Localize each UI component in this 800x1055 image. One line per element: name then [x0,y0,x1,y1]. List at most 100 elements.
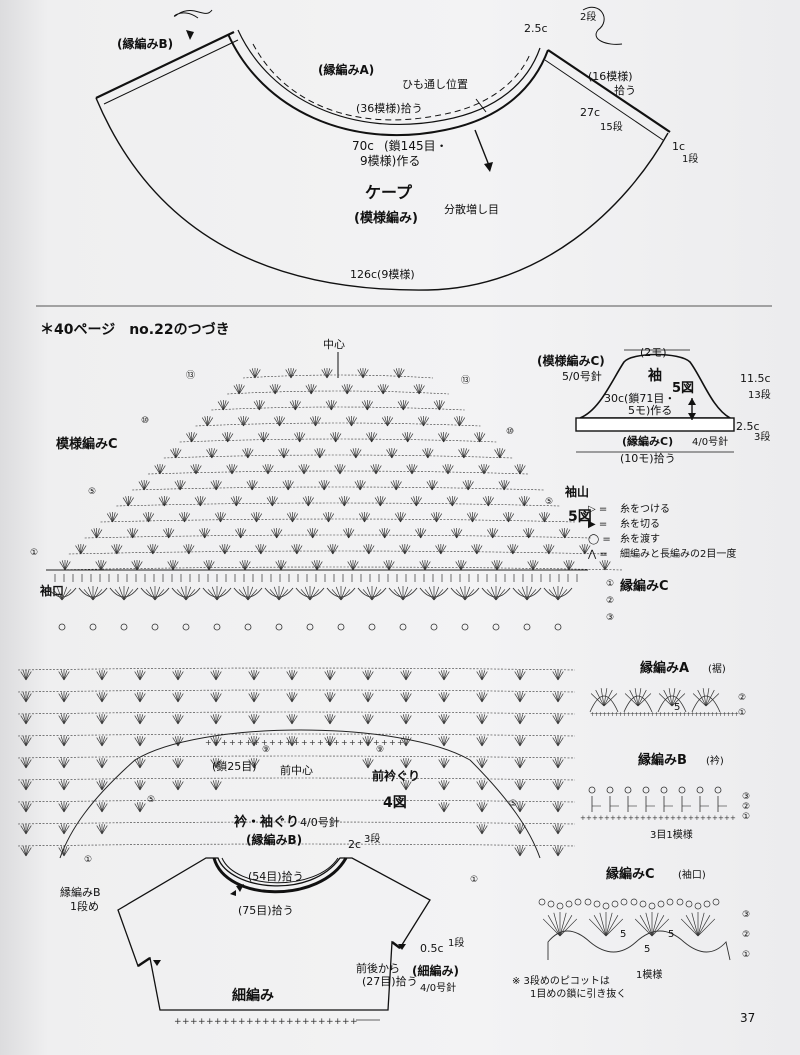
svg-text:+: + [630,711,635,718]
svg-text:+: + [628,814,634,822]
svg-text:+: + [702,711,707,718]
svg-text:+: + [676,814,682,822]
edging-a-note: (裾) [708,662,726,675]
armhole-len: 0.5c [420,942,444,955]
svg-text:+: + [598,814,604,822]
row-mark: ③ [742,910,750,920]
svg-text:+: + [246,1017,254,1027]
svg-text:+: + [309,738,316,747]
cape-top-rows: 2段 [580,10,596,23]
edge-c-vertical-label: 縁編みC [620,578,669,594]
sleeve-cuff-band [575,417,735,432]
edging-charts: 縁編みA (裾) +++++++++++++++++++++++++++++++… [512,660,750,1000]
svg-text:+: + [206,1017,214,1027]
fig5-label: 5図 [568,509,592,525]
edging-b-title: 縁編みB [638,752,687,768]
row-mark: ③ [606,613,614,623]
row-mark: ② [742,930,750,940]
legend-symbol: ▷ = [588,504,607,515]
sleeve-cuff-needle: 4/0号針 [692,435,728,448]
svg-text:+: + [688,814,694,822]
svg-text:+: + [285,738,292,747]
svg-text:+: + [652,814,658,822]
svg-text:+: + [182,1017,190,1027]
svg-text:+: + [618,711,623,718]
symbol-legend: ▷ = 糸をつける ▶ = 糸を切る ◯ = 糸を渡す ⋀ = 細編みと長編みの… [587,503,736,560]
cape-tip-rows: 1段 [682,152,698,165]
legend-text: 糸を切る [620,518,660,530]
svg-text:+: + [682,814,688,822]
sleeve-height-rows: 13段 [748,388,771,401]
svg-text:+: + [622,814,628,822]
sleeve-cap-label: 袖山 [565,484,589,499]
svg-text:+: + [686,711,691,718]
cape-string-line [252,43,531,121]
svg-text:+: + [614,711,619,718]
svg-text:+: + [286,1017,294,1027]
svg-text:+: + [237,738,244,747]
cape-edge-a-label: (縁編みA) [318,62,374,77]
svg-text:+: + [253,738,260,747]
svg-text:+: + [342,1017,350,1027]
cape-neck-inner [237,29,541,126]
body-edge-len: 2c [348,838,361,851]
row-mark: ⑤ [509,799,517,809]
svg-text:+: + [213,738,220,747]
fig4-label: 4図 [383,795,407,811]
svg-text:+: + [365,738,372,747]
front-stitch-grid: +++++++++++++++++++++++++ [17,667,576,859]
svg-text:+: + [712,814,718,822]
sleeve-top: (2モ) [640,346,667,359]
svg-text:+: + [598,711,603,718]
row-mark: ⑤ [147,795,155,805]
neck-armhole-title: 衿・袖ぐり [234,814,299,830]
svg-text:+: + [642,711,647,718]
sleeve-height: 11.5c [740,372,771,385]
edge-b-row-label: 縁編みB [60,885,101,899]
svg-text:+: + [646,711,651,718]
edge-b-row-label2: 1段め [70,899,99,913]
svg-text:+: + [270,1017,278,1027]
body-outline [117,857,431,1011]
cape-top-len: 2.5c [524,22,548,35]
svg-text:+: + [694,814,700,822]
row-mark: ③ [742,792,750,802]
svg-text:+: + [341,738,348,747]
svg-text:+: + [718,814,724,822]
legend-text: 糸をつける [620,503,670,515]
count-label: 5 [674,702,680,713]
svg-text:+: + [229,738,236,747]
svg-text:+: + [190,1017,198,1027]
sc-chart-title: 細編み [232,987,274,1004]
sc-label: (細編み) [412,963,459,978]
svg-text:+: + [245,738,252,747]
svg-text:+: + [592,814,598,822]
svg-text:+: + [678,711,683,718]
svg-text:+: + [658,814,664,822]
svg-text:+: + [658,711,663,718]
row-mark: ⑨ [376,745,384,755]
cape-title: ケープ [365,183,413,202]
sc-needle: 4/0号針 [420,981,456,994]
row-mark: ① [84,855,92,865]
edging-c-note: (袖口) [678,868,706,881]
sleeve-schematic: (模様編みC) 5/0号針 (2モ) 袖 5図 11.5c 13段 30c(鎖7… [537,346,771,465]
yarn-tail-left [173,9,213,19]
svg-text:+: + [357,738,364,747]
svg-text:+: + [730,711,735,718]
svg-text:+: + [682,711,687,718]
svg-text:+: + [602,711,607,718]
row-mark: ⑤ [545,497,553,507]
cape-increase-label: 分散増し目 [444,202,499,216]
continuation-heading: ＊40ページ no.22のつづき [40,321,230,338]
cape-hem-len: 126c(9模様) [350,267,415,281]
svg-text:+: + [277,738,284,747]
count-label: 5 [644,944,650,955]
svg-text:+: + [349,738,356,747]
cape-side-len: 27c [580,106,600,119]
cape-edge-b-label: (縁編みB) [117,36,173,51]
picot-note2: 1目めの鎖に引き抜く [530,987,626,1000]
row-mark: ① [470,875,478,885]
svg-text:+: + [626,711,631,718]
